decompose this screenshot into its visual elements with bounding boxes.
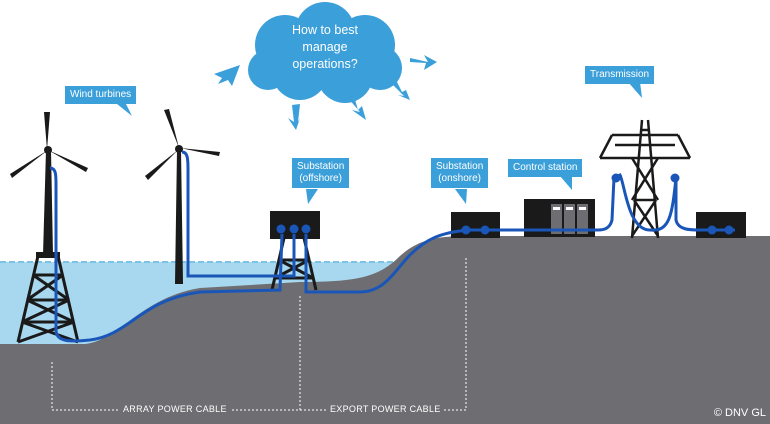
callout-substation-offshore-line2: (offshore) [299,173,342,184]
callout-substation-onshore: Substation (onshore) [431,158,489,188]
copyright-notice: © DNV GL [713,407,766,419]
question-cloud [248,2,402,103]
cloud-question: How to best manage operations? [291,23,358,71]
callout-substation-offshore-line1: Substation [297,161,345,172]
callout-substation-offshore: Substation (offshore) [292,158,350,188]
array-power-cable-label: ARRAY POWER CABLE [120,404,230,414]
callout-substation-onshore-line1: Substation [436,161,484,172]
grid-box [696,212,746,238]
callout-transmission-label: Transmission [590,69,650,80]
cable-connection-points [276,173,734,235]
export-power-cable [304,172,735,294]
cloud-arrows [214,55,437,130]
callout-wind-turbines: Wind turbines [65,86,137,104]
ground [0,236,770,424]
wind-turbine-1 [10,112,88,344]
callout-transmission: Transmission [585,66,655,84]
callout-wind-turbines-label: Wind turbines [70,89,132,100]
wind-turbine-2 [145,109,220,284]
array-power-cable [49,150,296,343]
export-power-cable-label: EXPORT POWER CABLE [327,404,444,414]
callout-control-station: Control station [508,159,583,177]
callout-substation-onshore-line2: (onshore) [438,173,482,184]
callout-pointers [112,82,642,204]
callout-control-station-label: Control station [513,162,578,173]
onshore-substation [451,212,500,238]
